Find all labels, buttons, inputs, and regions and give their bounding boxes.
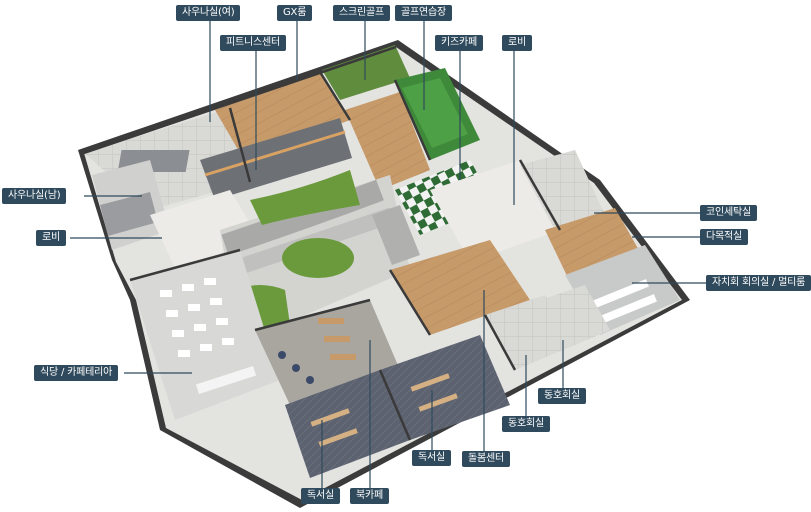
label-kids-cafe: 키즈카페 bbox=[435, 35, 483, 51]
gx-fitness-zone bbox=[200, 72, 352, 200]
lobby-right-zone bbox=[430, 160, 560, 262]
label-gx-room: GX룸 bbox=[277, 5, 313, 21]
interior-walls bbox=[83, 45, 562, 441]
golf-practice-zone bbox=[395, 68, 480, 160]
sauna-male-zone bbox=[92, 160, 170, 250]
cafeteria-zone bbox=[130, 250, 280, 420]
label-club-room-2: 동호회실 bbox=[502, 416, 550, 432]
leader-lines bbox=[70, 21, 706, 488]
label-club-room-1: 동호회실 bbox=[538, 388, 586, 404]
label-community-meeting: 자치회 회의실 / 멀티룸 bbox=[706, 275, 811, 291]
club-rooms-zone bbox=[485, 285, 610, 370]
label-golf-practice: 골프연습장 bbox=[395, 5, 452, 21]
label-lobby-left: 로비 bbox=[36, 230, 66, 246]
label-sauna-male: 사우나실(남) bbox=[2, 188, 67, 204]
label-book-cafe: 북카페 bbox=[350, 488, 389, 504]
reading-rooms-zone bbox=[285, 335, 510, 478]
label-multipurpose-room: 다목적실 bbox=[700, 229, 748, 245]
care-center-zone bbox=[390, 240, 530, 335]
label-lobby-top: 로비 bbox=[502, 35, 532, 51]
label-reading-room-bottom: 독서실 bbox=[301, 488, 340, 504]
central-plaza bbox=[220, 170, 420, 335]
label-reading-room-center: 독서실 bbox=[412, 450, 451, 466]
label-screen-golf: 스크린골프 bbox=[333, 5, 390, 21]
lounge-wood-zone bbox=[345, 92, 430, 190]
label-cafeteria: 식당 / 카페테리아 bbox=[34, 365, 119, 381]
label-fitness-center: 피트니스센터 bbox=[220, 35, 286, 51]
screen-golf-zone bbox=[322, 45, 410, 100]
label-coin-laundry: 코인세탁실 bbox=[700, 205, 757, 221]
coin-laundry-zone bbox=[520, 150, 605, 230]
label-sauna-female: 사우나실(여) bbox=[176, 5, 241, 21]
label-care-center: 돌봄센터 bbox=[462, 451, 510, 467]
